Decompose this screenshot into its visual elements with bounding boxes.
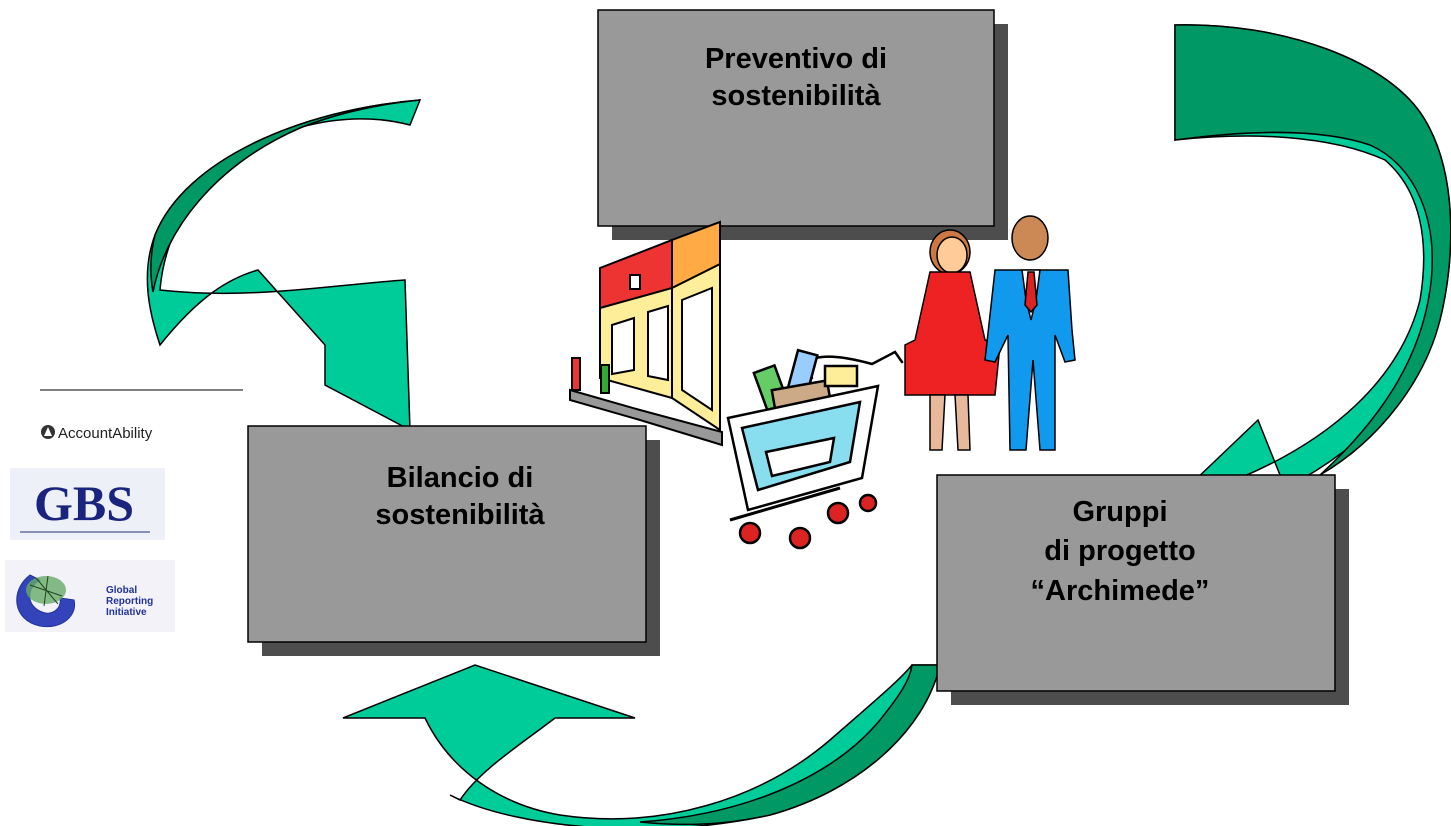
accountability-text: AccountAbility xyxy=(58,425,153,442)
people-clipart xyxy=(904,215,1076,451)
box-gruppi-face xyxy=(936,474,1336,692)
box-preventivo: Preventivo di sostenibilità xyxy=(597,9,1008,240)
gri-text-line3: Initiative xyxy=(106,607,147,618)
arrow-top-left xyxy=(146,99,422,432)
arrow-bottom xyxy=(342,664,941,826)
shopping-cart-clipart xyxy=(726,348,904,550)
box-bilancio-face xyxy=(247,425,647,643)
gbs-logo: GBS xyxy=(10,468,165,540)
arrow-top-left-body xyxy=(146,99,422,432)
accountability-logo: AccountAbility xyxy=(41,425,153,442)
box-bilancio-line2: sostenibilità xyxy=(375,499,545,531)
box-gruppi-line2: di progetto xyxy=(1044,535,1195,567)
box-preventivo-face xyxy=(597,9,995,227)
box-preventivo-line2: sostenibilità xyxy=(711,80,881,112)
gri-text-line2: Reporting xyxy=(106,596,153,607)
gri-text-line1: Global xyxy=(106,585,137,596)
arrow-right-shade xyxy=(1174,24,1451,476)
arrow-right xyxy=(1174,24,1451,501)
arrow-top-left-inner xyxy=(150,99,421,293)
box-bilancio-line1: Bilancio di xyxy=(387,462,534,494)
box-gruppi-line3: “Archimede” xyxy=(1031,575,1210,607)
box-bilancio: Bilancio di sostenibilità xyxy=(247,425,660,656)
box-gruppi: Gruppi di progetto “Archimede” xyxy=(936,474,1349,705)
arrow-bottom-shade xyxy=(639,664,941,826)
store-clipart xyxy=(569,220,723,447)
box-preventivo-line1: Preventivo di xyxy=(705,43,887,75)
arrow-bottom-body xyxy=(342,664,941,826)
gri-logo: Global Reporting Initiative xyxy=(5,560,175,632)
box-gruppi-line1: Gruppi xyxy=(1072,496,1167,528)
gbs-text: GBS xyxy=(34,475,134,531)
